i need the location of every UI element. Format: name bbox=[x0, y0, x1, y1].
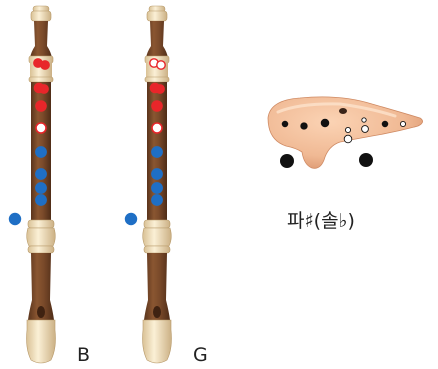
recorder-joint-bulb bbox=[143, 228, 172, 246]
side-hole bbox=[126, 214, 137, 225]
side-hole bbox=[10, 214, 21, 225]
right-hand-hole-2 bbox=[36, 169, 46, 179]
recorder-1-note-label: B bbox=[77, 344, 90, 366]
ocarina-thumb-hole-right bbox=[359, 153, 373, 167]
recorder-beak bbox=[146, 21, 168, 58]
ocarina-hole-1 bbox=[282, 121, 288, 127]
right-hand-hole-3 bbox=[36, 183, 46, 193]
recorder-2-note-label: G bbox=[193, 344, 208, 366]
recorder-joint-ring-lower bbox=[144, 246, 170, 253]
ocarina-hole-4 bbox=[345, 127, 350, 132]
recorder-beak bbox=[30, 21, 52, 58]
ocarina-hole-3 bbox=[321, 119, 329, 127]
ocarina-hole-6 bbox=[362, 126, 369, 133]
ocarina-hole-9 bbox=[400, 121, 405, 126]
left-hand-hole-1-b bbox=[156, 85, 164, 93]
recorder-head-ring-lower bbox=[145, 77, 169, 82]
ocarina-hole-8 bbox=[382, 121, 388, 127]
left-hand-hole-2 bbox=[36, 101, 46, 111]
left-hand-hole-3 bbox=[36, 123, 46, 133]
thumb-hole-right bbox=[41, 61, 49, 69]
thumb-hole-right bbox=[157, 61, 165, 69]
right-hand-hole-4 bbox=[152, 195, 162, 205]
left-hand-hole-1-b bbox=[40, 85, 48, 93]
right-hand-hole-3 bbox=[152, 183, 162, 193]
recorder-joint-ring bbox=[144, 220, 170, 228]
recorder-foot-hole bbox=[37, 306, 45, 318]
right-hand-hole-1 bbox=[152, 147, 162, 157]
ocarina-hole-2 bbox=[301, 123, 307, 129]
recorder-tip-collar bbox=[31, 11, 51, 21]
recorder-1 bbox=[10, 6, 56, 363]
ocarina-hole-7 bbox=[362, 118, 366, 122]
right-hand-hole-2 bbox=[152, 169, 162, 179]
recorder-joint-ring-lower bbox=[28, 246, 54, 253]
left-hand-hole-3 bbox=[152, 123, 162, 133]
left-hand-hole-2 bbox=[152, 101, 162, 111]
recorder-2 bbox=[126, 6, 172, 363]
right-hand-hole-1 bbox=[36, 147, 46, 157]
recorder-foot-hole bbox=[153, 306, 161, 318]
recorder-joint-bulb bbox=[27, 228, 56, 246]
recorder-bell bbox=[27, 320, 56, 363]
ocarina-hole-5 bbox=[344, 135, 352, 143]
recorder-joint-ring bbox=[28, 220, 54, 228]
ocarina-thumb-hole-left bbox=[280, 154, 294, 168]
recorder-head-ring-lower bbox=[29, 77, 53, 82]
ocarina-note-label: 파♯(솔♭) bbox=[287, 206, 355, 233]
ocarina-sound-hole bbox=[339, 108, 347, 114]
ocarina bbox=[268, 97, 423, 168]
recorders bbox=[10, 6, 172, 363]
right-hand-hole-4 bbox=[36, 195, 46, 205]
recorder-bell bbox=[143, 320, 172, 363]
recorder-tip-collar bbox=[147, 11, 167, 21]
